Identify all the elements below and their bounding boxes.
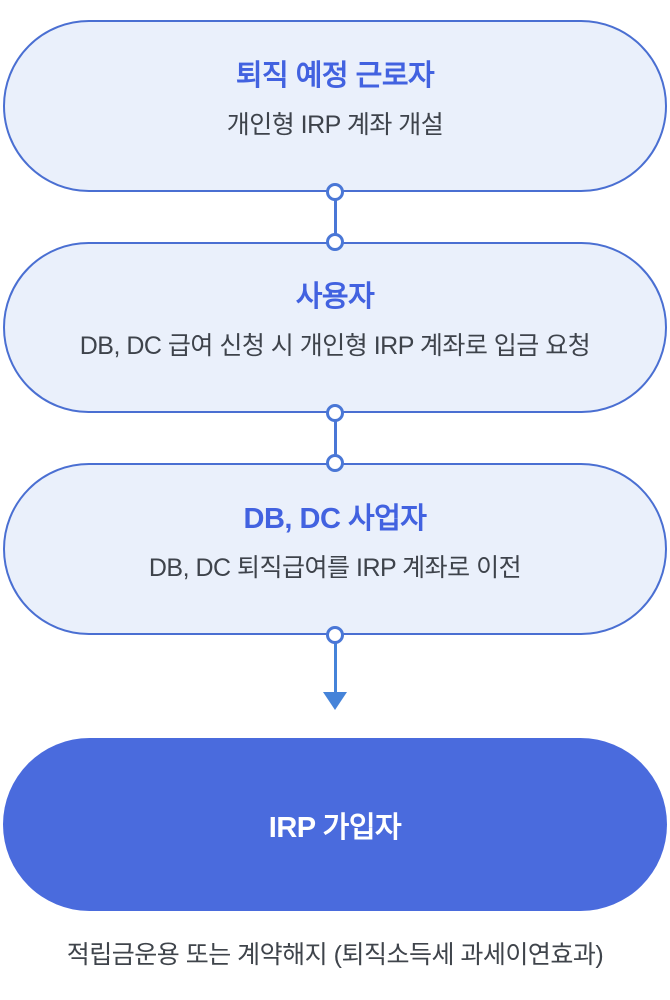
connector-node-icon <box>326 233 344 251</box>
flow-caption: 적립금운용 또는 계약해지 (퇴직소득세 과세이연효과) <box>66 941 604 969</box>
step-title: DB, DC 사업자 <box>243 502 427 535</box>
connector-node-icon <box>326 626 344 644</box>
step-description: 개인형 IRP 계좌 개설 <box>226 110 444 139</box>
step-box-employer: 사용자 DB, DC 급여 신청 시 개인형 IRP 계좌로 입금 요청 <box>3 242 667 413</box>
step-description: DB, DC 급여 신청 시 개인형 IRP 계좌로 입금 요청 <box>79 332 591 360</box>
result-box-irp-subscriber: IRP 가입자 <box>3 738 667 911</box>
connector-line-1 <box>333 192 337 242</box>
connector-node-icon <box>326 404 344 422</box>
result-title: IRP 가입자 <box>268 811 402 844</box>
arrow-down-icon <box>323 692 347 710</box>
step-box-retiring-worker: 퇴직 예정 근로자 개인형 IRP 계좌 개설 <box>3 20 667 192</box>
connector-node-icon <box>326 454 344 472</box>
connector-node-icon <box>326 183 344 201</box>
step-title: 사용자 <box>295 281 375 313</box>
step-box-db-dc-provider: DB, DC 사업자 DB, DC 퇴직급여를 IRP 계좌로 이전 <box>3 463 667 635</box>
arrow-shaft <box>333 635 337 695</box>
connector-line-2 <box>333 413 337 463</box>
step-description: DB, DC 퇴직급여를 IRP 계좌로 이전 <box>148 553 522 582</box>
step-title: 퇴직 예정 근로자 <box>235 59 435 92</box>
